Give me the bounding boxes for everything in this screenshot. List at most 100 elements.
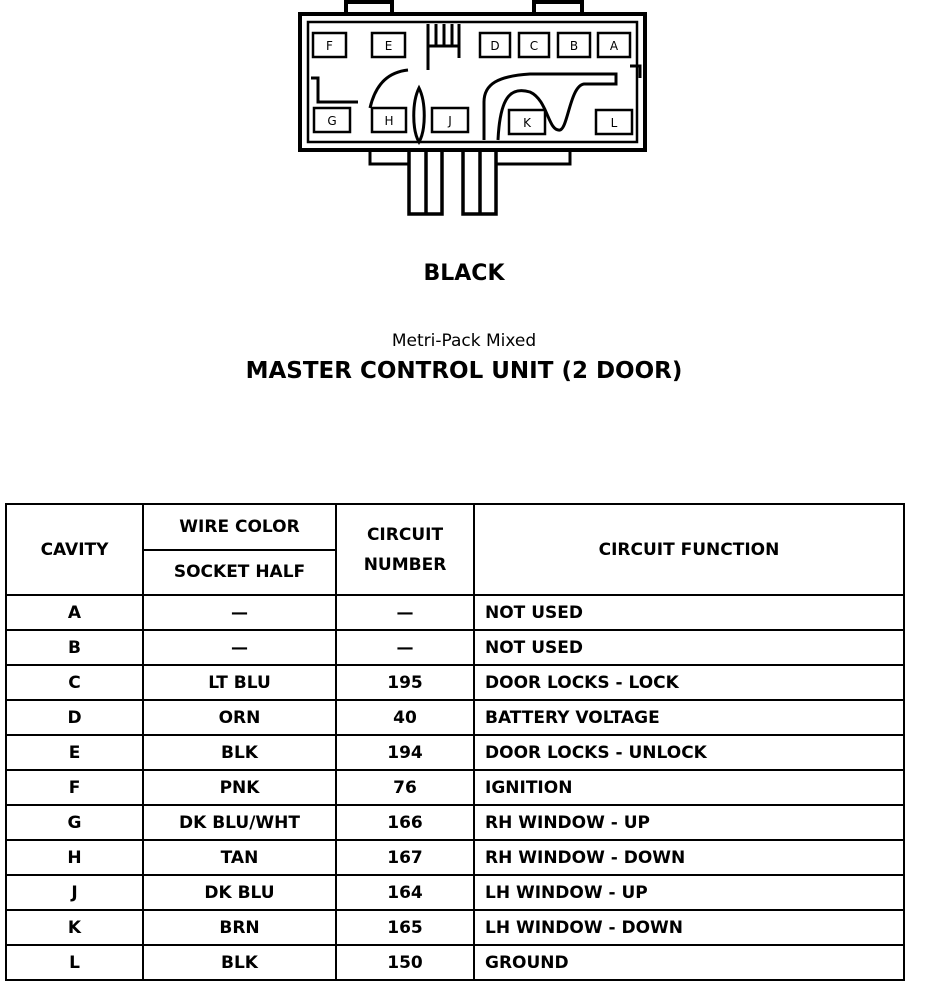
pin-label-F: F [326,39,333,53]
cell-cavity: K [5,909,144,946]
connector-key-comb [426,24,461,70]
cell-wire-color: — [142,594,337,631]
cell-circuit-function: LH WINDOW - DOWN [473,909,905,946]
cell-circuit-function: IGNITION [473,769,905,806]
cell-circuit-function: RH WINDOW - UP [473,804,905,841]
pin-cell-D: D [478,31,512,59]
cell-wire-color: PNK [142,769,337,806]
connector-housing [298,12,647,152]
cell-circuit-number: 167 [335,839,475,876]
connector-diagram: F E D C B A G H J K L [298,0,647,216]
cell-wire-color: BLK [142,734,337,771]
cell-wire-color: — [142,629,337,666]
cell-circuit-number: — [335,594,475,631]
cell-circuit-function: RH WINDOW - DOWN [473,839,905,876]
cell-wire-color: DK BLU [142,874,337,911]
pin-cell-H: H [370,106,408,134]
cell-circuit-number: 76 [335,769,475,806]
pin-cell-A: A [596,31,632,59]
header-socket-half: SOCKET HALF [142,548,337,596]
pin-cell-G: G [312,106,352,134]
pin-label-D: D [490,39,499,53]
connector-inner-frame [306,20,639,144]
cell-circuit-number: 40 [335,699,475,736]
header-wire-color: WIRE COLOR [142,503,337,551]
wire-exit-right [461,150,498,216]
connector-type: Metri-Pack Mixed [391,331,537,351]
connector-top-tab-left [344,0,394,14]
cell-wire-color: ORN [142,699,337,736]
pin-cell-K: K [507,108,547,136]
pin-label-K: K [523,116,532,130]
cell-circuit-number: 195 [335,664,475,701]
cell-cavity: L [5,944,144,981]
cell-circuit-number: 165 [335,909,475,946]
cell-cavity: D [5,699,144,736]
cell-cavity: A [5,594,144,631]
cell-cavity: H [5,839,144,876]
cell-cavity: J [5,874,144,911]
connector-notch [630,64,642,78]
cell-wire-color: DK BLU/WHT [142,804,337,841]
terminal-blade-shape [412,84,426,145]
header-circuit-number: CIRCUIT NUMBER [335,503,475,596]
cell-circuit-number: 150 [335,944,475,981]
cell-circuit-function: NOT USED [473,594,905,631]
cell-circuit-function: NOT USED [473,629,905,666]
cell-cavity: F [5,769,144,806]
pin-label-G: G [327,114,336,128]
cell-wire-color: TAN [142,839,337,876]
cell-circuit-number: — [335,629,475,666]
header-cavity: CAVITY [5,503,144,596]
cell-circuit-function: BATTERY VOLTAGE [473,699,905,736]
connector-color: BLACK [423,261,505,286]
connector-name: MASTER CONTROL UNIT (2 DOOR) [245,358,683,384]
cell-circuit-function: LH WINDOW - UP [473,874,905,911]
pin-cell-J: J [430,106,470,134]
terminal-curve-right [482,72,618,141]
cell-cavity: B [5,629,144,666]
table-row: A——NOT USED [5,594,905,631]
pin-cell-L: L [594,108,634,136]
pin-label-B: B [570,39,578,53]
latch-clip-left [311,68,409,109]
cell-circuit-function: DOOR LOCKS - UNLOCK [473,734,905,771]
cell-cavity: C [5,664,144,701]
pin-label-L: L [611,116,618,130]
cell-circuit-function: GROUND [473,944,905,981]
cell-wire-color: LT BLU [142,664,337,701]
cell-circuit-number: 194 [335,734,475,771]
pin-label-J: J [447,114,452,128]
cell-cavity: G [5,804,144,841]
pin-cell-E: E [370,31,407,59]
pin-cell-C: C [517,31,551,59]
header-circuit-line2: NUMBER [363,554,447,575]
table-row: B——NOT USED [5,629,905,666]
cell-wire-color: BLK [142,944,337,981]
connector-bottom-tab-left [368,150,409,166]
cell-wire-color: BRN [142,909,337,946]
wire-exit-left [407,150,444,216]
pinout-table-header: CAVITY WIRE COLOR CIRCUIT NUMBER CIRCUIT… [5,503,905,596]
pin-label-A: A [610,39,619,53]
pin-cell-B: B [556,31,592,59]
cell-circuit-number: 166 [335,804,475,841]
cell-circuit-number: 164 [335,874,475,911]
header-circuit-line1: CIRCUIT [366,524,444,545]
connector-top-tab-right [532,0,584,14]
pin-label-C: C [530,39,538,53]
header-circuit-function: CIRCUIT FUNCTION [473,503,905,596]
cell-circuit-function: DOOR LOCKS - LOCK [473,664,905,701]
pin-cell-F: F [311,31,348,59]
pin-label-H: H [384,114,393,128]
